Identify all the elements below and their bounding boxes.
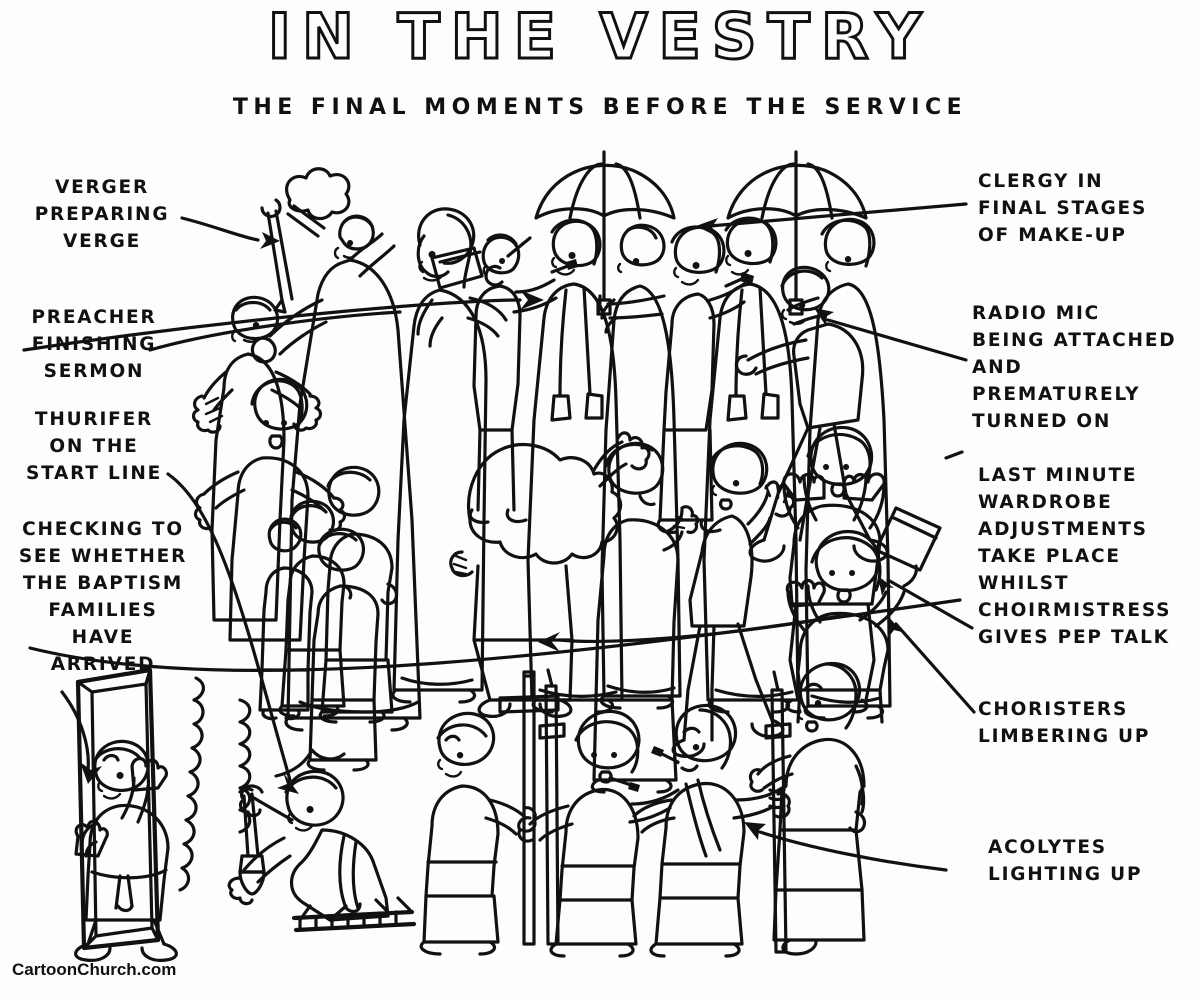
figure-surplice-adjustment <box>449 431 651 718</box>
label-baptism-families: CHECKING TO SEE WHETHER THE BAPTISM FAMI… <box>18 519 188 675</box>
figure-group-choristers-left <box>258 465 399 772</box>
figure-acolyte-smoking-2 <box>632 703 791 958</box>
figure-chorister-armsup-1 <box>782 425 886 714</box>
arrow-verger <box>180 216 260 242</box>
label-acolytes: ACOLYTES LIGHTING UP <box>988 837 1143 885</box>
label-choristers: CHORISTERS LIMBERING UP <box>978 699 1151 747</box>
figure-makeup-artist-2 <box>656 225 754 534</box>
figure-acolyte-cross <box>419 670 560 956</box>
figure-chorister-warmup-1 <box>590 441 700 794</box>
ground-line-top <box>22 298 522 352</box>
label-thurifer: THURIFER ON THE START LINE <box>25 409 163 484</box>
label-wardrobe-choirmistress: LAST MINUTE WARDROBE ADJUSTMENTS TAKE PL… <box>978 465 1172 648</box>
figure-preacher <box>391 207 532 704</box>
label-clergy-makeup: CLERGY IN FINAL STAGES OF MAKE-UP <box>978 171 1148 246</box>
figure-umbrella-holder-1 <box>599 223 682 710</box>
figure-choirmistress <box>785 506 942 724</box>
page-subtitle: THE FINAL MOMENTS BEFORE THE SERVICE <box>232 95 968 120</box>
figure-thurifer <box>227 769 417 933</box>
figure-makeup-artist-1 <box>468 233 578 524</box>
annotation-arrows <box>60 202 976 872</box>
arrow-choristers <box>894 622 976 714</box>
arrow-wardrobe <box>944 450 964 460</box>
label-preacher: PREACHER FINISHING SERMON <box>31 307 157 382</box>
watermark-cartoonchurch: CartoonChurch.com <box>12 960 177 979</box>
figure-acolyte-right <box>748 661 867 956</box>
figure-umbrella-holder-2 <box>786 217 892 720</box>
ground-line-middle-2 <box>558 614 842 643</box>
arrow-preacher <box>148 310 402 352</box>
label-verger: VERGER PREPARING VERGE <box>34 177 170 252</box>
figure-clergy-1 <box>526 150 676 714</box>
figure-clergy-2 <box>702 150 868 714</box>
figure-verger <box>250 167 422 732</box>
figure-sound-technician <box>734 265 889 563</box>
prop-incense-smoke <box>178 676 346 892</box>
arrow-choirmistress <box>886 578 974 630</box>
arrow-baptism <box>60 690 90 772</box>
figure-acolyte-smoking-1 <box>517 709 680 958</box>
label-radio-mic: RADIO MIC BEING ATTACHED AND PREMATURELY… <box>972 303 1177 432</box>
figure-peeking-through-door <box>74 739 178 962</box>
page-title: IN THE VESTRY <box>266 0 933 73</box>
arrow-clergy-makeup <box>708 202 968 228</box>
arrow-radio-mic <box>826 318 968 362</box>
arrow-acolytes <box>758 830 948 872</box>
arrow-thurifer <box>166 472 292 782</box>
